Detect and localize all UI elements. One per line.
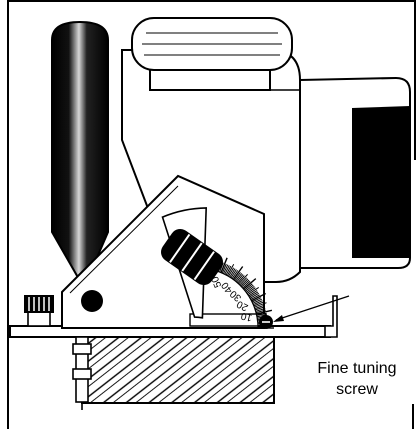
clamp-rod <box>72 336 92 410</box>
scale-tick <box>239 277 248 286</box>
fine-tuning-label: Fine tuning screw <box>298 358 416 400</box>
scale-tick <box>213 257 219 271</box>
scale-label: 10 <box>239 310 253 323</box>
callout-line-2: screw <box>336 381 378 398</box>
scale-tick <box>256 312 267 316</box>
scale-tick <box>237 275 245 284</box>
scale-tick <box>246 285 255 293</box>
scale-tick <box>219 262 224 273</box>
scale-tick <box>234 272 241 281</box>
scale-tick <box>223 264 229 274</box>
scale-tick <box>236 274 244 283</box>
scale-tick <box>253 300 263 306</box>
scale-tick <box>215 260 220 271</box>
pivot-hole <box>81 290 103 312</box>
scale-label: 20 <box>235 298 250 313</box>
scale-tick <box>226 264 235 276</box>
scale-tick <box>242 280 251 289</box>
scale-tick <box>229 268 236 278</box>
scale-tick <box>245 284 254 292</box>
scale-tick <box>220 257 228 273</box>
scale-tick <box>244 283 253 291</box>
scale-tick <box>231 270 239 279</box>
scale-tick <box>243 278 257 290</box>
scale-tick <box>228 267 235 277</box>
scale-tick <box>254 304 265 310</box>
bevel-lock-knob <box>161 228 223 286</box>
scale-tick <box>230 269 237 279</box>
scale-tick <box>251 292 267 302</box>
scale-tick <box>255 309 266 314</box>
scale-tick <box>252 298 263 304</box>
workpiece <box>81 336 275 404</box>
scale-tick <box>255 308 266 312</box>
scale-tick <box>250 294 260 300</box>
scale-tick <box>251 297 262 303</box>
scale-tick <box>216 261 221 272</box>
scale-tick <box>248 290 258 297</box>
scale-tick <box>256 309 273 315</box>
scale-tick <box>235 273 243 282</box>
fine-tuning-screw <box>259 315 273 329</box>
lock-knob <box>24 295 54 327</box>
scale-tick <box>240 278 249 287</box>
scale-arc <box>214 269 259 329</box>
bracket-inner-edge <box>69 185 179 294</box>
callout-line-1: Fine tuning <box>317 360 397 377</box>
scale-tick <box>247 286 259 296</box>
top-knob <box>131 17 293 91</box>
scale-tick <box>249 292 260 299</box>
scale-tick <box>241 279 250 288</box>
front-handle <box>51 20 109 291</box>
scale-tick <box>238 274 248 285</box>
scale-tick <box>225 265 232 276</box>
scale-tick <box>232 266 244 280</box>
rear-grip <box>352 106 410 258</box>
scale-tick <box>221 263 227 274</box>
scale-tick <box>255 306 265 311</box>
scale-label: 50 <box>210 274 225 289</box>
frame <box>7 0 416 429</box>
scale-tick <box>254 302 267 308</box>
scale-tick <box>249 291 259 298</box>
scale-tick <box>246 287 256 294</box>
scale-tick <box>253 301 264 307</box>
callout-leader <box>273 295 350 322</box>
scale-tick <box>224 265 230 275</box>
scale-tick <box>217 261 223 272</box>
